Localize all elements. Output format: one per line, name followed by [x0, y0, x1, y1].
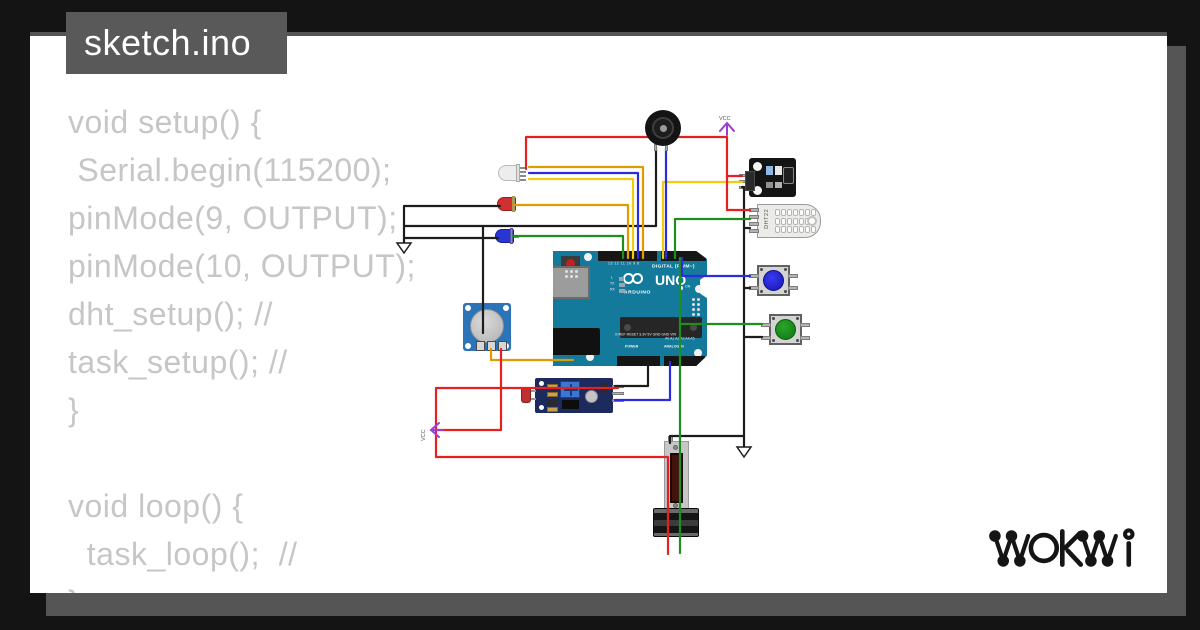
uno-label: UNO [655, 272, 687, 288]
code-line: pinMode(10, OUTPUT); [68, 248, 416, 284]
mounting-hole [584, 253, 592, 261]
photoresistor-sensor-module [535, 378, 624, 413]
code-line: void loop() { [68, 488, 244, 524]
code-line: task_setup(); // [68, 344, 288, 380]
file-name: sketch.ino [84, 22, 252, 63]
analog-header [664, 356, 705, 366]
power-header [617, 356, 660, 366]
icsp-pins [565, 270, 578, 278]
on-label: ON [685, 285, 691, 289]
code-line: Serial.begin(115200); [68, 152, 392, 188]
icsp-pins-2 [692, 298, 700, 311]
tx-led [619, 283, 625, 287]
code-line: dht_setup(); // [68, 296, 273, 332]
digital-header-left [598, 251, 657, 261]
dht22-label: DHT22 [763, 208, 770, 229]
analog-in-label: ANALOG IN [664, 345, 684, 349]
digital-label: DIGITAL (PWM~) [652, 263, 695, 269]
wokwi-logo [989, 528, 1135, 567]
rgb-led [498, 164, 528, 182]
blue-pushbutton [749, 265, 798, 296]
photoresistor [521, 387, 537, 403]
mounting-hole [695, 285, 703, 293]
blue-led [495, 228, 520, 244]
power-pin-labels: IOREF RESET 3.3V 5V GND GND VIN [615, 333, 677, 337]
buzzer [645, 110, 681, 152]
on-led [679, 286, 683, 290]
rx-label: RX [610, 288, 615, 292]
code-line: void setup() { [68, 104, 262, 140]
code-line: pinMode(9, OUTPUT); [68, 200, 398, 236]
infinity-logo [632, 273, 643, 284]
arduino-uno-board: 13 12 11 10 9 8 DIGITAL (PWM~) UNO ARDUI… [553, 251, 707, 366]
slide-potentiometer [653, 434, 699, 537]
code-line: } [68, 392, 80, 428]
slider-knob [653, 508, 699, 537]
code-line: } [68, 578, 416, 593]
mounting-hole [586, 353, 594, 361]
dht22-sensor: DHT22 [749, 204, 821, 238]
l-led [619, 277, 624, 281]
red-led [497, 196, 522, 212]
rotary-potentiometer [463, 303, 511, 351]
tx-label: TX [610, 282, 615, 286]
power-label: POWER [625, 345, 639, 349]
rx-led [619, 289, 625, 293]
analog-sensor-module [739, 158, 796, 197]
code-block: void setup() { Serial.begin(115200); pinM… [68, 98, 416, 593]
green-pushbutton [761, 314, 810, 345]
arduino-label: ARDUINO [624, 289, 651, 295]
analog-pin-labels: A0 A1 A2 A3 A4 A5 [665, 337, 695, 341]
code-line: task_loop(); // [68, 536, 298, 572]
trimpot [560, 381, 580, 398]
atmega-chip [620, 317, 702, 338]
mounting-hole [694, 349, 702, 357]
l-led-label: L [611, 276, 613, 280]
pot-knob [470, 309, 504, 343]
dht-hole [807, 216, 817, 226]
code-line [68, 434, 416, 482]
pin-numbers-label: 13 12 11 10 9 8 [608, 262, 640, 266]
file-tab: sketch.ino [66, 12, 287, 74]
